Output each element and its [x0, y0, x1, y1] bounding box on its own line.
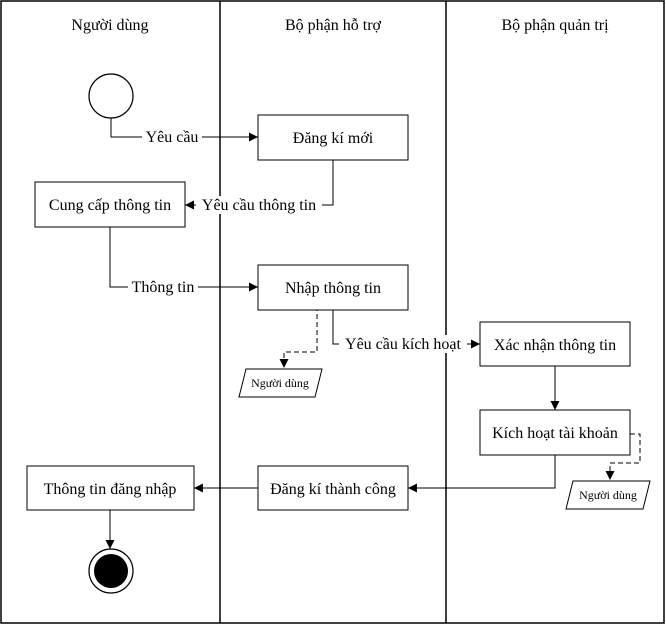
activity-nhap-thong-tin-label: Nhập thông tin	[285, 280, 381, 297]
activity-cung-cap-thong-tin-label: Cung cấp thông tin	[49, 197, 171, 214]
activity-dang-ki-thanh-cong: Đăng kí thành công	[257, 465, 409, 511]
edge-label-yeu-cau: Yêu cầu	[146, 129, 199, 146]
activity-cung-cap-thong-tin: Cung cấp thông tin	[34, 181, 186, 228]
lane-title-admin: Bộ phận quản trị	[501, 17, 609, 34]
initial-node	[88, 73, 134, 119]
activity-thong-tin-dang-nhap: Thông tin đăng nhập	[26, 465, 195, 511]
activity-xac-nhan-thong-tin: Xác nhận thông tin	[479, 321, 631, 367]
edge-object-flow-1	[279, 309, 329, 368]
edge-object-flow-2	[605, 433, 641, 480]
activity-thong-tin-dang-nhap-label: Thông tin đăng nhập	[44, 481, 177, 498]
lane-title-support: Bộ phận hỗ trợ	[285, 17, 382, 34]
edge-label-yeu-cau-thong-tin: Yêu cầu thông tin	[202, 197, 316, 214]
activity-dang-ki-moi-label: Đăng kí mới	[293, 130, 374, 147]
edge-label-yeu-cau-kich-hoat-group: Yêu cầu kích hoạt	[339, 335, 467, 353]
edge-thong-tin	[109, 227, 258, 292]
activity-xac-nhan-thong-tin-label: Xác nhận thông tin	[494, 337, 616, 354]
edge-label-yeu-cau-group: Yêu cầu	[142, 128, 202, 146]
object-nguoi-dung-2-label: Người dùng	[579, 488, 637, 502]
object-nguoi-dung-1-label: Người dùng	[251, 376, 309, 390]
object-nguoi-dung-1: Người dùng	[238, 368, 323, 398]
edge-label-thong-tin-group: Thông tin	[128, 278, 198, 296]
activity-dang-ki-thanh-cong-label: Đăng kí thành công	[270, 481, 396, 498]
lane-title-user: Người dùng	[71, 17, 148, 34]
final-node	[88, 548, 134, 594]
activity-dang-ki-moi: Đăng kí mới	[257, 114, 409, 161]
activity-kich-hoat-tai-khoan: Kích hoạt tài khoản	[479, 409, 631, 456]
object-nguoi-dung-2: Người dùng	[565, 480, 651, 510]
activity-nhap-thong-tin: Nhập thông tin	[257, 264, 409, 311]
edge-label-yeu-cau-thong-tin-group: Yêu cầu thông tin	[196, 196, 322, 214]
edge-kich-hoat-to-thanh-cong	[408, 455, 556, 493]
edge-label-thong-tin: Thông tin	[132, 279, 195, 296]
edge-yeu-cau	[110, 118, 258, 142]
edge-label-yeu-cau-kich-hoat: Yêu cầu kích hoạt	[345, 336, 462, 353]
activity-kich-hoat-tai-khoan-label: Kích hoạt tài khoản	[492, 425, 618, 442]
